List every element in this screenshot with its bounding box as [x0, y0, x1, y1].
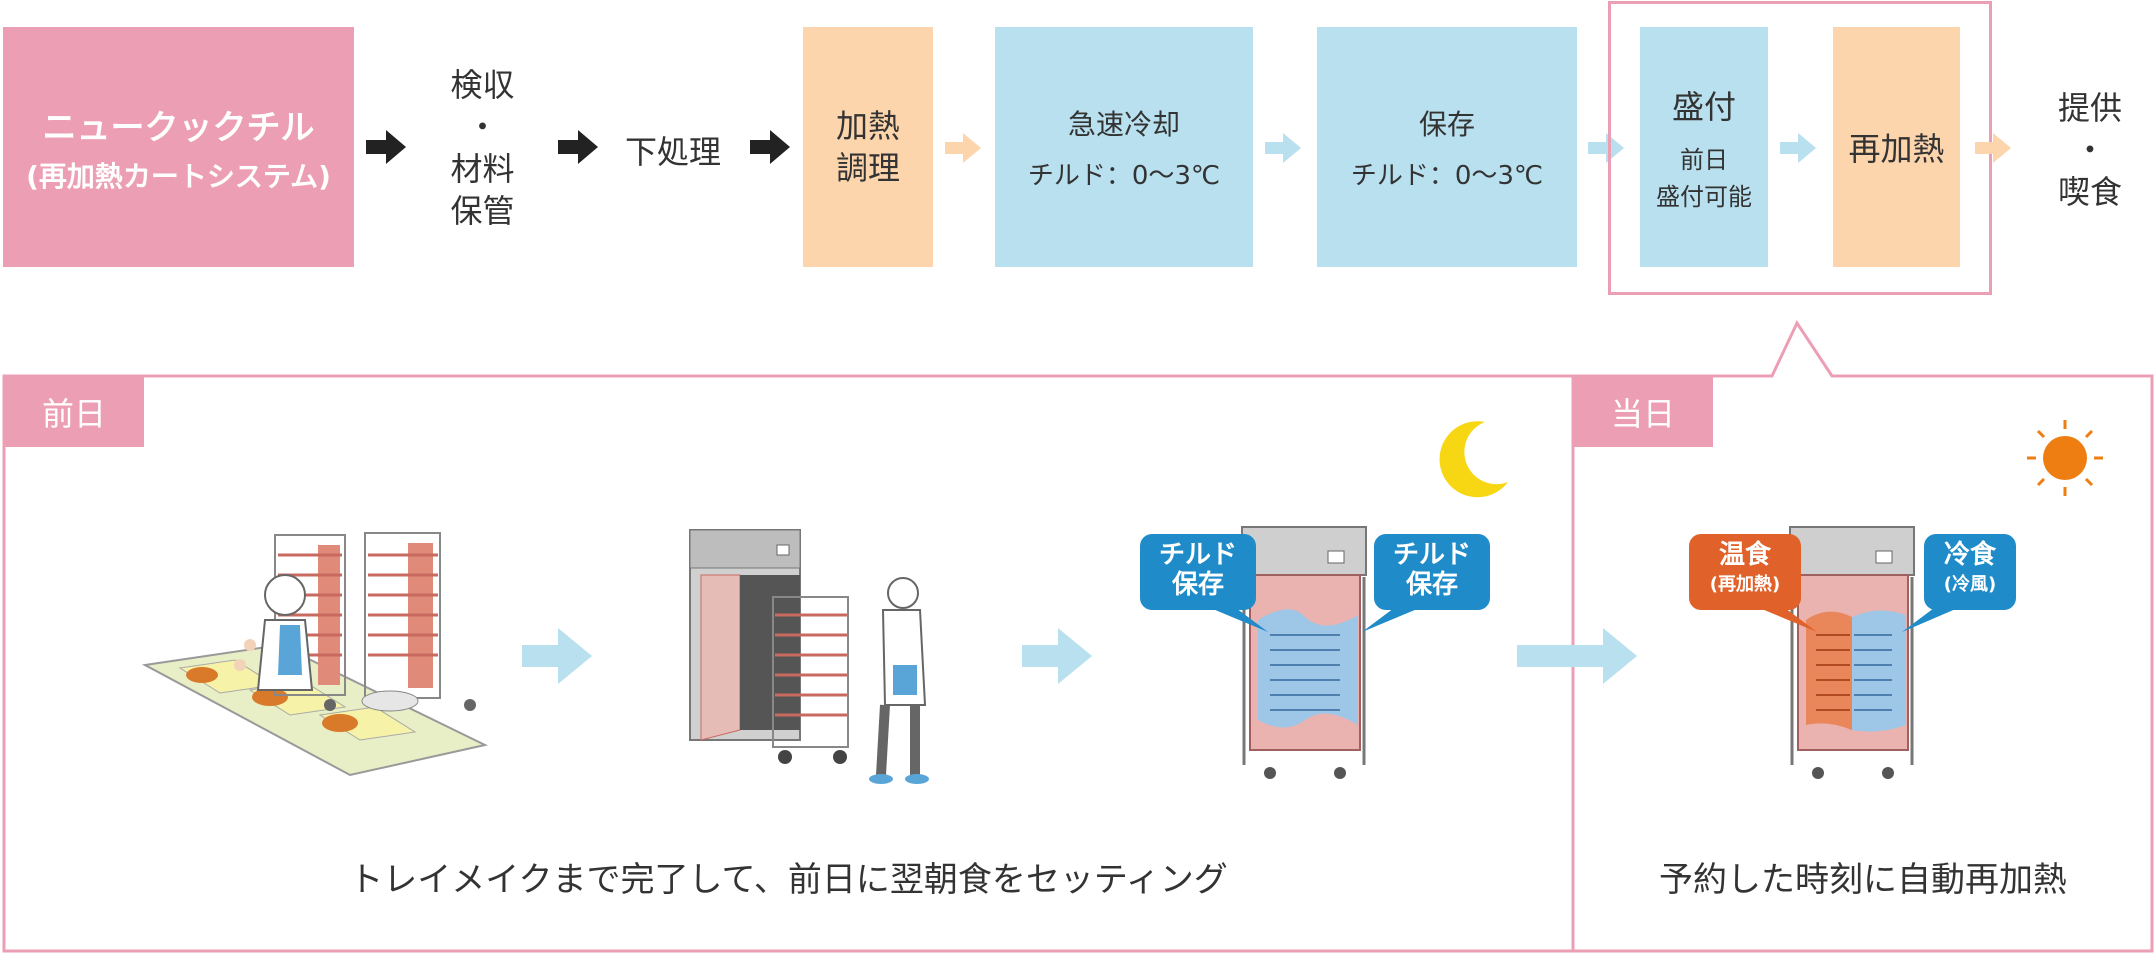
process-main-title-box: ニュークックチル (再加熱カートシステム) — [3, 27, 354, 267]
chilled-cabinet-illustration — [1241, 526, 1367, 779]
blue-arrow-icon — [1265, 133, 1301, 163]
bubble-shape — [1689, 534, 1817, 632]
sun-icon — [2027, 420, 2103, 496]
step-plating: 盛付 前日 盛付可能 — [1640, 27, 1768, 267]
step-inspection: 検収 ・ 材料 保管 — [450, 65, 515, 230]
bubble-shape — [1140, 534, 1268, 632]
step-serve: 提供 ・ 喫食 — [2057, 89, 2122, 211]
blue-arrow-icon — [522, 628, 592, 684]
main-title: ニュークックチル — [42, 107, 315, 148]
bubble-shape — [1902, 534, 2016, 632]
cart-loading-illustration — [689, 529, 929, 784]
step-reheat: 再加熱 — [1833, 27, 1960, 267]
step-prep: 下処理 — [624, 133, 721, 171]
main-subtitle: (再加熱カートシステム) — [26, 159, 331, 193]
moon-icon — [1439, 421, 1508, 498]
black-arrow-icon — [750, 130, 790, 164]
black-arrow-icon — [366, 130, 406, 164]
step-chill: 急速冷却 チルド：0〜3℃ — [995, 27, 1253, 267]
day-of-caption: 予約した時刻に自動再加熱 — [1659, 860, 2067, 900]
day-before-caption: トレイメイクまで完了して、前日に翌朝食をセッティング — [349, 860, 1228, 900]
day-of-label: 当日 — [1573, 376, 1713, 447]
black-arrow-icon — [558, 130, 598, 164]
blue-arrow-icon — [1517, 628, 1637, 684]
peach-arrow-icon — [945, 133, 981, 163]
day-before-label: 前日 — [4, 376, 144, 447]
reheat-cabinet-illustration — [1789, 526, 1915, 779]
blue-arrow-icon — [1022, 628, 1092, 684]
step-storage: 保存 チルド：0〜3℃ — [1317, 27, 1577, 267]
step-cooking: 加熱 調理 — [803, 27, 933, 267]
blue-arrow-icon — [1588, 133, 1624, 163]
peach-arrow-icon — [1975, 133, 2011, 163]
blue-arrow-icon — [1780, 133, 1816, 163]
tray-making-illustration — [141, 532, 489, 777]
bubble-shape — [1362, 534, 1490, 632]
